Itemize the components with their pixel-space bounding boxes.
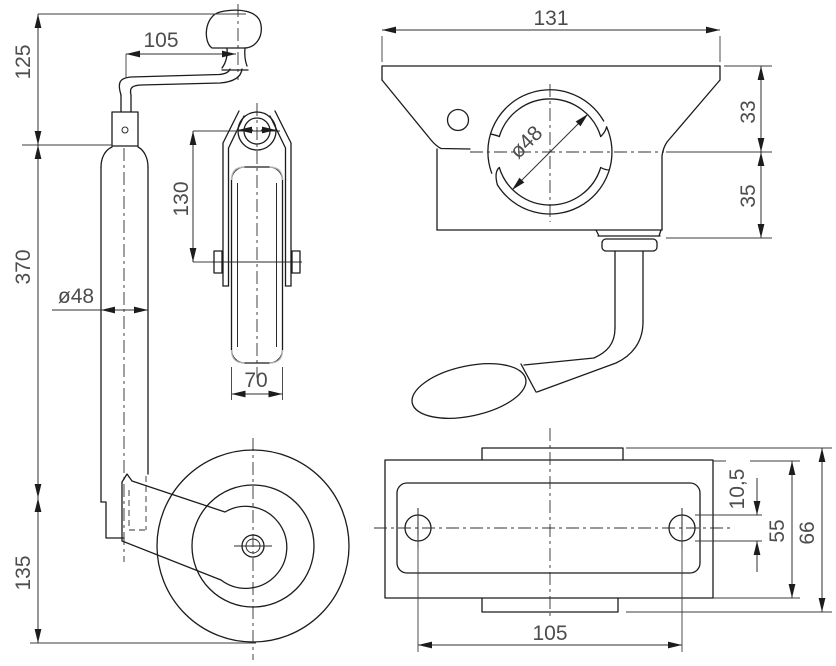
tube-bore (470, 84, 664, 222)
dim-label-10-5: 10,5 (726, 469, 749, 510)
handle-spindle (411, 229, 662, 419)
dim-label-d48-tube: ø48 (58, 285, 94, 308)
mounting-plate (374, 428, 730, 618)
gearbox-housing (111, 111, 139, 147)
dim-label-66: 66 (796, 521, 819, 544)
clamp-tab-top (481, 447, 624, 461)
dim-label-105-crank: 105 (143, 29, 178, 52)
front-wheel-view: 130 70 (170, 110, 302, 400)
handle-grip (411, 363, 527, 419)
dim-label-55: 55 (766, 519, 789, 542)
dim-label-130: 130 (170, 181, 193, 216)
dim-label-105-plate: 105 (532, 622, 567, 645)
dim-label-35: 35 (737, 184, 760, 207)
dim-label-131: 131 (533, 7, 568, 30)
dim-label-33: 33 (737, 100, 760, 123)
dim-label-d48-bore: ø48 (505, 121, 547, 163)
clamp-body (381, 65, 721, 231)
clamp-view-dimensions: 131 ø48 33 35 (381, 7, 772, 239)
outer-tube (100, 146, 149, 539)
mounting-plate-view: 105 10,5 55 66 (374, 428, 832, 652)
clamp-tab-bottom (481, 597, 619, 613)
dim-label-70: 70 (244, 369, 267, 392)
wing-bolt-hole (446, 108, 470, 132)
tire-outer (156, 449, 350, 643)
side-view: 125 370 135 105 ø48 (12, 4, 350, 660)
wheel-fork-side (121, 473, 288, 589)
crank-handle (118, 9, 262, 113)
wheel-rim (191, 484, 315, 608)
grease-nipple (121, 126, 129, 134)
centerlines (123, 4, 258, 660)
wheel-side (156, 449, 350, 643)
axle (210, 250, 302, 274)
dim-label-370: 370 (12, 249, 35, 284)
plate-view-dimensions: 105 10,5 55 66 (417, 447, 832, 652)
front-view-dimensions: 130 70 (170, 126, 283, 400)
side-view-dimensions: 125 370 135 105 ø48 (12, 13, 256, 644)
dim-label-135: 135 (12, 555, 35, 590)
clamp-top-view: 131 ø48 33 35 (381, 7, 772, 419)
tire-front (230, 166, 284, 364)
dim-label-125: 125 (12, 44, 35, 79)
